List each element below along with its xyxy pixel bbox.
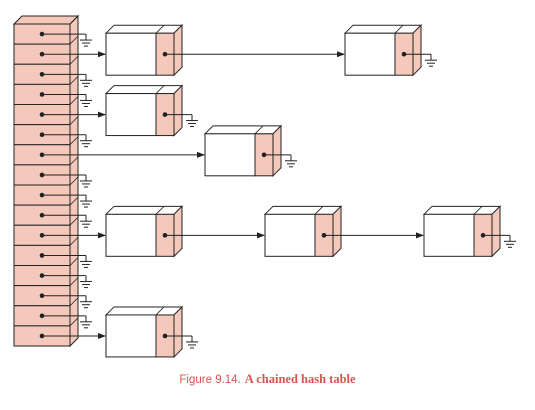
null-pointer-ground-icon (80, 74, 92, 87)
null-pointer-ground-icon (80, 195, 92, 208)
node-side-face (173, 305, 183, 359)
slot-depth-edge (69, 216, 79, 226)
table-top-face (12, 15, 80, 25)
hash-table-diagram (12, 14, 516, 359)
null-pointer-ground-icon (80, 215, 92, 228)
node-data-field (105, 32, 157, 76)
hash-slot-array (12, 14, 92, 348)
node-top-face (263, 205, 343, 215)
null-pointer-ground-icon (80, 174, 92, 188)
node-side-face (173, 205, 183, 258)
node-data-field (105, 93, 157, 137)
slot-depth-edge (69, 156, 79, 166)
node-side-face (173, 84, 183, 137)
slot-depth-edge (69, 96, 79, 105)
slot-depth-edge (69, 176, 79, 186)
null-pointer-ground-icon (80, 255, 92, 268)
node-data-field (105, 314, 157, 358)
node-top-face (104, 85, 184, 95)
node-top-face (104, 205, 184, 215)
slot-depth-edge (69, 76, 79, 85)
null-pointer-ground-icon (80, 34, 92, 47)
chain-lists (42, 23, 516, 359)
node-side-face (173, 23, 183, 77)
node-top-face (422, 205, 502, 215)
node-top-face (104, 24, 184, 34)
null-pointer-ground-icon (80, 94, 92, 107)
node-side-face (491, 205, 501, 258)
node-data-field (423, 213, 475, 257)
node-top-face (203, 125, 283, 135)
node-data-field (344, 32, 396, 76)
null-pointer-ground-icon (80, 134, 92, 148)
list-node (263, 205, 343, 258)
null-pointer-ground-icon (80, 275, 92, 289)
slot-depth-edge (69, 116, 79, 125)
node-top-face (104, 306, 184, 316)
list-node (422, 205, 502, 258)
figure-caption: Figure 9.14.A chained hash table (0, 372, 535, 387)
slot-depth-edge (69, 237, 79, 246)
null-pointer-ground-icon (285, 154, 297, 168)
node-top-face (343, 24, 423, 34)
null-pointer-ground-icon (504, 235, 516, 248)
node-data-field (204, 133, 256, 177)
slot-depth-edge (69, 196, 79, 206)
caption-title: A chained hash table (244, 372, 356, 386)
slot-depth-edge (69, 297, 79, 307)
null-pointer-ground-icon (80, 295, 92, 309)
list-node (104, 305, 184, 359)
list-node (203, 124, 283, 178)
list-node (104, 84, 184, 137)
null-pointer-ground-icon (186, 335, 198, 349)
slot-depth-edge (69, 277, 79, 286)
null-pointer-ground-icon (186, 114, 198, 128)
list-node (343, 23, 423, 77)
node-data-field (105, 213, 157, 257)
slot-depth-edge (69, 55, 79, 65)
null-pointer-ground-icon (425, 54, 437, 67)
node-data-field (264, 213, 316, 257)
slot-depth-edge (69, 35, 79, 45)
node-side-face (412, 23, 422, 77)
list-node (104, 23, 184, 77)
slot-depth-edge (69, 136, 79, 146)
caption-number: Figure 9.14. (179, 374, 241, 386)
slot-depth-edge (69, 317, 79, 327)
null-pointer-ground-icon (80, 315, 92, 329)
node-side-face (272, 124, 282, 178)
slot-depth-edge (69, 257, 79, 266)
list-node (104, 205, 184, 258)
node-side-face (332, 205, 342, 258)
slot-depth-edge (69, 15, 79, 25)
